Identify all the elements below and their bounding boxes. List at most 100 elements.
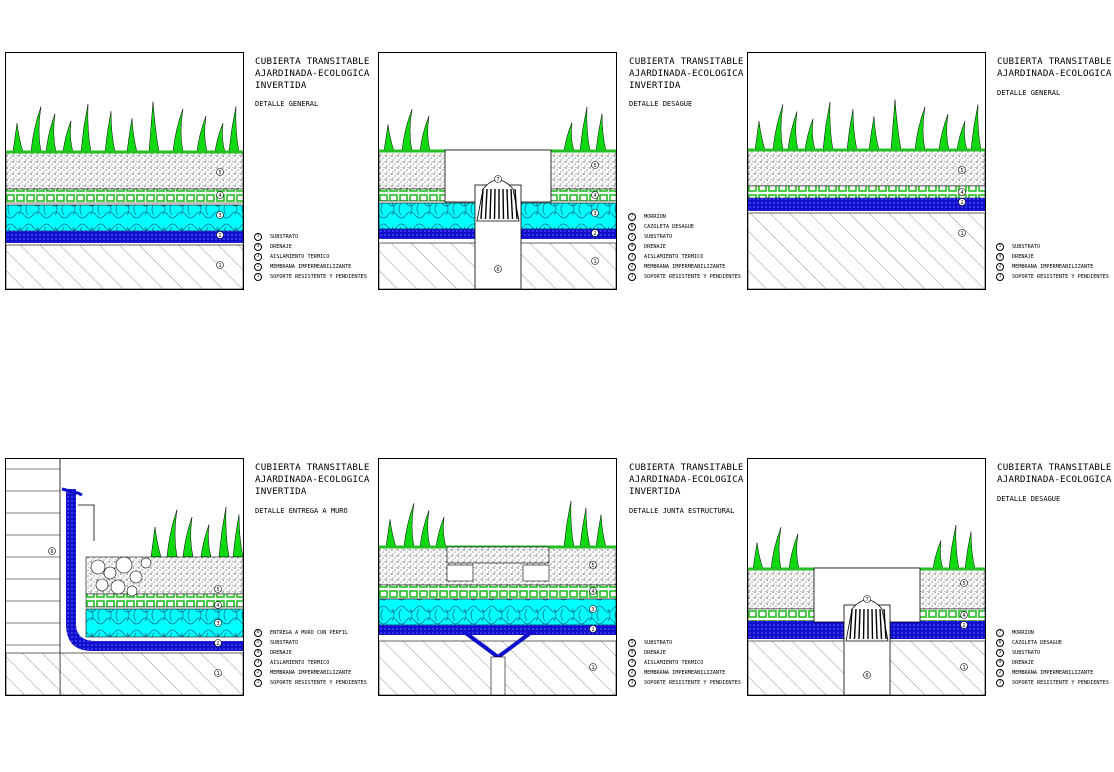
grass-blade	[12, 123, 24, 153]
grass-blade	[938, 113, 950, 151]
callout-marker	[863, 671, 871, 679]
legend-label: MEMBRANA IMPERMEABILIZANTE	[644, 670, 726, 676]
legend-label: MORRION	[1012, 630, 1034, 636]
grass-blade	[579, 106, 591, 152]
grate-bar	[871, 608, 874, 640]
legend-label: MEMBRANA IMPERMEABILIZANTE	[1012, 670, 1094, 676]
grass-blade	[595, 514, 607, 548]
grass-blade	[770, 527, 782, 570]
legend-number: 1	[628, 679, 636, 687]
grass-blade	[150, 526, 162, 558]
flashing-profile	[61, 487, 83, 497]
legend-item: 1 SOPORTE RESISTENTE Y PENDIENTES	[254, 678, 367, 688]
legend-number: 4	[996, 253, 1004, 261]
grass-blade	[45, 113, 57, 153]
legend-label: DRENAJE	[270, 244, 292, 250]
membrane-layer	[6, 231, 243, 243]
legend-number: 3	[628, 659, 636, 667]
callout-number: 3	[218, 213, 221, 219]
grass-blade	[788, 533, 800, 570]
grate-bar	[484, 188, 488, 220]
legend-label: SOPORTE RESISTENTE Y PENDIENTES	[270, 680, 367, 686]
legend-label: ENTREGA A MURO CON PERFIL	[270, 630, 349, 636]
grate-bar	[502, 188, 505, 220]
drainage-layer	[6, 188, 243, 204]
grass-blade	[126, 118, 138, 153]
grass-blade	[435, 517, 447, 548]
callout-number: 6	[50, 549, 53, 555]
callout-number: 2	[593, 231, 596, 237]
gravel-pebble	[95, 578, 109, 592]
callout-number: 1	[593, 259, 596, 265]
legend-number: 3	[254, 659, 262, 667]
structural-support	[6, 244, 243, 289]
gravel-pebble	[115, 556, 133, 574]
legend-number: 1	[996, 273, 1004, 281]
legend-number: 3	[628, 253, 636, 261]
callout-marker	[494, 265, 502, 273]
grass-blade	[383, 124, 395, 152]
callout-number: 2	[962, 623, 965, 629]
callout-marker	[591, 257, 599, 265]
grass-blade	[970, 104, 982, 151]
callout-marker	[214, 601, 222, 609]
callout-marker	[591, 229, 599, 237]
callout-marker	[958, 229, 966, 237]
drainage-layer	[85, 593, 243, 608]
grass-blade	[104, 111, 116, 153]
gravel-pebble	[90, 559, 106, 575]
legend-item: 6 CAZOLETA DESAGUE	[628, 222, 741, 232]
callout-marker	[591, 209, 599, 217]
callout-marker	[216, 168, 224, 176]
grass-blade	[822, 101, 834, 151]
legend-label: AISLAMIENTO TERMICO	[644, 254, 704, 260]
callout-marker	[589, 605, 597, 613]
grate-bar	[879, 608, 883, 640]
legend-number: 6	[628, 223, 636, 231]
structural-gap	[490, 656, 506, 695]
callout-number: 6	[865, 673, 868, 679]
callout-marker	[48, 547, 56, 555]
panel-subtitle: DETALLE JUNTA ESTRUCTURAL	[629, 507, 735, 515]
joint-cover	[446, 546, 550, 564]
legend-label: DRENAJE	[270, 650, 292, 656]
legend-label: SOPORTE RESISTENTE Y PENDIENTES	[1012, 680, 1109, 686]
legend-label: MEMBRANA IMPERMEABILIZANTE	[270, 264, 352, 270]
legend-label: MEMBRANA IMPERMEABILIZANTE	[644, 264, 726, 270]
callout-number: 6	[496, 267, 499, 273]
insulation-layer	[6, 204, 243, 232]
callout-marker	[960, 611, 968, 619]
legend-label: SOPORTE RESISTENTE Y PENDIENTES	[270, 274, 367, 280]
grass-blade	[218, 506, 230, 558]
legend-number: 5	[628, 639, 636, 647]
legend-number: 1	[254, 679, 262, 687]
grate-bar	[858, 608, 861, 640]
legend-label: CAZOLETA DESAGUE	[644, 224, 694, 230]
legend-number: 5	[254, 639, 262, 647]
grate-bar	[862, 608, 865, 640]
callout-number: 3	[216, 621, 219, 627]
grass-blade	[932, 540, 944, 570]
grate-bar	[480, 188, 484, 220]
insulation-layer	[379, 598, 616, 626]
grass-blade	[754, 121, 766, 151]
grass-blade	[868, 116, 880, 151]
